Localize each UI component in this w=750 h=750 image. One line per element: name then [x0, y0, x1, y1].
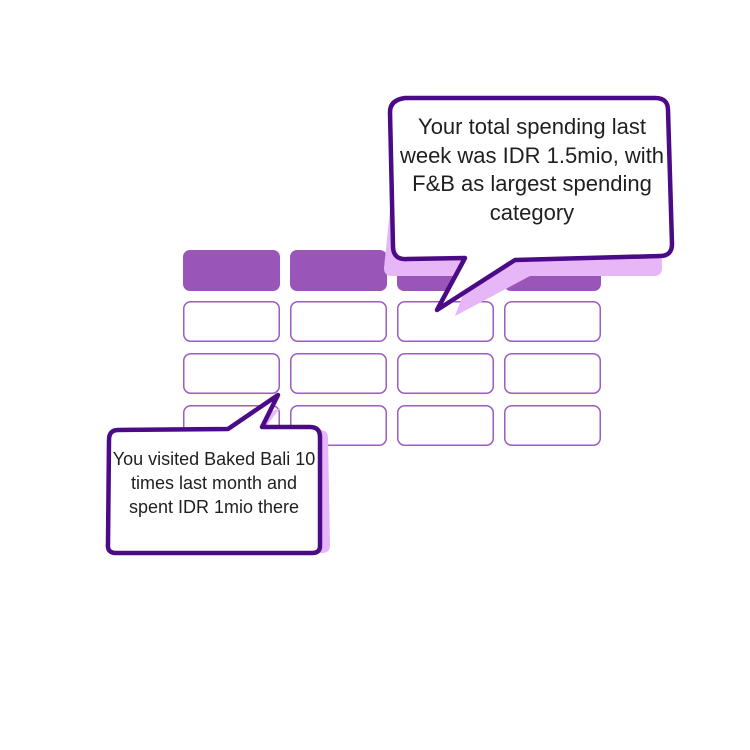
speech-bubble-top — [384, 95, 675, 316]
speech-bubble-bottom — [105, 392, 330, 556]
table-header-cell — [183, 250, 280, 291]
table-cell — [183, 353, 280, 394]
table-cell — [183, 301, 280, 342]
speech-bubble-top-body — [387, 95, 675, 313]
table-cell — [290, 301, 387, 342]
table-cell — [397, 405, 494, 446]
table-cell — [504, 301, 601, 342]
table-cell — [397, 353, 494, 394]
table-cell — [504, 353, 601, 394]
speech-bubble-bottom-body — [105, 392, 323, 556]
table-cell — [504, 405, 601, 446]
table-header-cell — [290, 250, 387, 291]
table-cell — [397, 301, 494, 342]
table-cell — [290, 353, 387, 394]
speech-bubble-top-text: Your total spending last week was IDR 1.… — [399, 114, 665, 225]
speech-bubble-bottom-text: You visited Baked Bali 10 times last mon… — [112, 449, 316, 517]
